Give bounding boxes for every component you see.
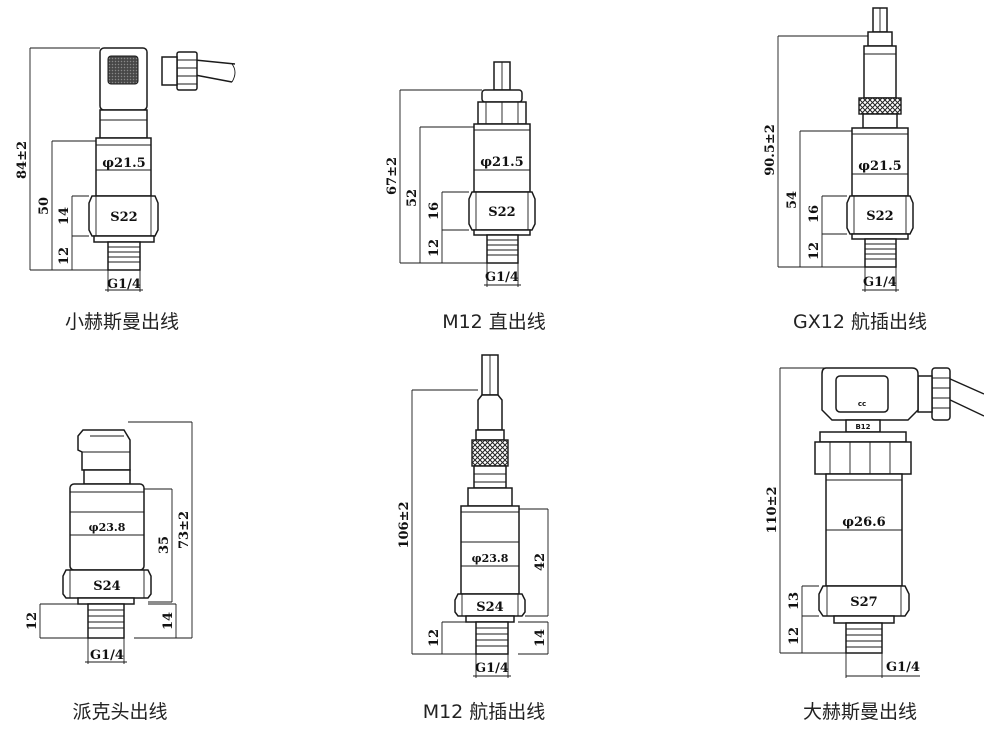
caption: 小赫斯曼出线: [65, 311, 179, 333]
dim-diameter: φ26.6: [842, 515, 885, 530]
dim-hex: 14: [57, 207, 72, 225]
hex-label: S27: [850, 595, 877, 610]
dim-thread-len: 12: [25, 612, 40, 630]
dim-total: 73±2: [177, 511, 192, 549]
diagram-packard-connector: 73±2 35 14 12 φ23.8 S24 G1/4 派克头出线: [25, 421, 193, 723]
diagram-gx12-connector: 90.5±2 54 16 12 φ21.5 S22 G1/4 GX12 航插出线: [763, 7, 927, 333]
dim-body: 52: [405, 189, 420, 207]
dim-body: 50: [37, 197, 52, 215]
dim-diameter: φ23.8: [89, 521, 126, 534]
dim-hex: 14: [161, 612, 176, 630]
dim-diameter: φ23.8: [472, 552, 509, 565]
caption: 大赫斯曼出线: [803, 701, 917, 723]
thread-label: G1/4: [886, 660, 920, 675]
dim-hex: 16: [807, 205, 822, 223]
dim-hex: 14: [533, 629, 548, 647]
diagram-m12-straight: 67±2 52 16 12 φ21.5 S22 G1/4 M12 直出线: [385, 61, 546, 333]
dim-thread-len: 12: [57, 247, 72, 265]
dim-total: 90.5±2: [763, 124, 778, 176]
dim-body: 54: [785, 191, 800, 209]
diagram-m12-connector: 106±2 42 14 12 φ23.8 S24 G1/4 M12 航插出线: [397, 354, 549, 723]
thread-label: G1/4: [863, 275, 897, 290]
hex-label: S24: [93, 579, 120, 594]
dim-diameter: φ21.5: [102, 156, 145, 171]
dim-hex: 13: [787, 592, 802, 610]
thread-label: G1/4: [90, 648, 124, 663]
dim-body: 42: [533, 553, 548, 571]
plug-label: B12: [855, 423, 870, 431]
dim-diameter: φ21.5: [480, 155, 523, 170]
dim-hex: 16: [427, 202, 442, 220]
dim-body: 35: [157, 536, 172, 554]
thread-label: G1/4: [107, 277, 141, 292]
hex-label: S22: [110, 210, 137, 225]
caption: M12 航插出线: [423, 701, 546, 723]
dim-diameter: φ21.5: [858, 159, 901, 174]
hex-label: S22: [488, 205, 515, 220]
hex-label: S22: [866, 209, 893, 224]
plug-mark: cc: [858, 400, 866, 408]
dim-thread-len: 12: [427, 239, 442, 257]
diagram-large-hirschmann: cc B12 110±2 13 12 φ26.6 S27 G1/4 大赫斯曼出线: [765, 367, 984, 723]
dim-total: 67±2: [385, 157, 400, 195]
caption: GX12 航插出线: [793, 311, 927, 333]
dim-total: 84±2: [15, 141, 30, 179]
dim-thread-len: 12: [427, 629, 442, 647]
dim-thread-len: 12: [807, 242, 822, 260]
hex-label: S24: [476, 600, 503, 615]
caption: M12 直出线: [442, 311, 546, 333]
dim-total: 110±2: [765, 486, 780, 533]
thread-label: G1/4: [485, 270, 519, 285]
dim-total: 106±2: [397, 501, 412, 548]
dim-thread-len: 12: [787, 627, 802, 645]
diagram-small-hirschmann: 84±2 50 14 12 φ21.5 S22 G1/4 小赫斯曼出线: [15, 47, 236, 333]
thread-label: G1/4: [475, 661, 509, 676]
caption: 派克头出线: [72, 701, 167, 723]
